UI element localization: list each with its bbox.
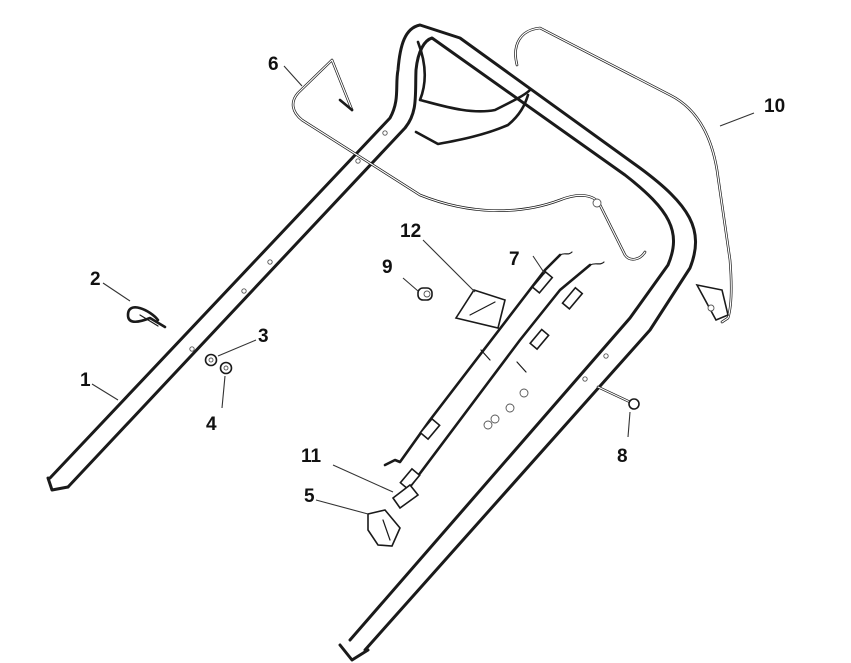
- bolt: [596, 385, 640, 410]
- callout-12: 12: [400, 221, 421, 242]
- upper-handle-frame: [46, 23, 698, 662]
- callout-9: 9: [382, 257, 393, 278]
- cable-hook: [126, 306, 167, 329]
- callout-5: 5: [304, 486, 315, 507]
- callout-4: 4: [206, 414, 217, 435]
- handle-rear-loop: [414, 40, 532, 146]
- control-bail-wire: [291, 58, 647, 261]
- callout-6: 6: [268, 54, 279, 75]
- callout-8: 8: [617, 446, 628, 467]
- retaining-rings: [483, 388, 529, 430]
- cable-clip: [367, 509, 401, 547]
- leader-lines: [91, 65, 755, 515]
- callouts: 1 2 3 4 5 6 7 8 9 10 11 12: [80, 54, 785, 507]
- cable-guide-clip: [454, 289, 506, 329]
- callout-7: 7: [509, 249, 520, 270]
- callout-11: 11: [301, 446, 322, 467]
- cable-spring: [391, 483, 420, 510]
- knob-nut: [417, 287, 433, 301]
- callout-1: 1: [80, 370, 91, 391]
- tube-holes: [189, 130, 609, 382]
- callout-2: 2: [90, 269, 101, 290]
- control-cables: [383, 251, 605, 510]
- callout-10: 10: [764, 96, 785, 117]
- callout-3: 3: [258, 326, 269, 347]
- drive-bail-bar: [514, 26, 733, 324]
